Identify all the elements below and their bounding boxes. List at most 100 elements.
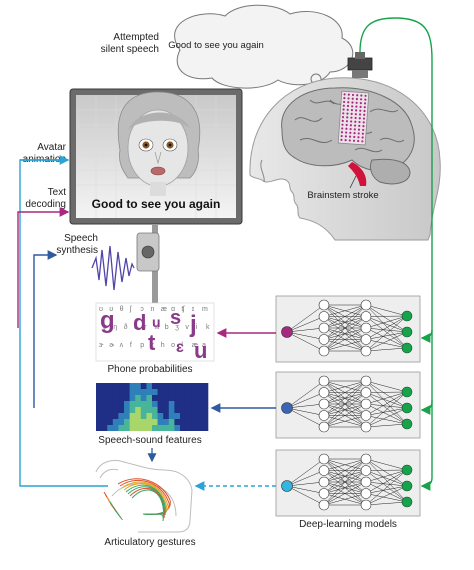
spectrogram-cell [185,407,192,413]
spectrogram-cell [196,389,203,395]
phone-s: s [170,307,181,329]
spectrogram-cell [124,407,130,413]
speaker [136,224,160,304]
spectrogram-cell [146,419,153,425]
spectrogram-cell [118,419,125,425]
electrode [345,131,348,134]
spectrogram-cell [185,389,192,395]
network-edge [323,403,367,428]
spectrogram-cell [152,389,158,395]
network-input-node [281,326,293,338]
spectrogram-cell [135,407,142,413]
electrode [362,128,365,132]
network-edge [323,380,367,416]
electrode [349,124,352,127]
network-edge [286,392,325,409]
network-edge [365,501,408,506]
electrode [355,109,358,112]
spectrogram-cell [112,389,119,395]
spectrogram-cell [135,413,142,419]
spectrogram-cell [96,383,102,389]
spectrogram-cell [107,413,114,419]
electrode [347,101,350,104]
spectrogram-cell [140,425,147,431]
network-edge [323,339,367,352]
spectrogram-cell [152,383,158,389]
network-hidden-node [360,334,372,345]
spectrogram-cell [146,401,153,407]
network-edge [323,458,367,506]
network-edge [365,380,408,393]
spectrogram-cell [202,383,209,389]
avatar-face [117,91,200,196]
electrode [353,132,356,135]
electrode [357,139,360,143]
network-hidden-node [318,299,330,311]
spectrogram-cell [112,383,119,389]
spectrogram-cell [107,407,114,413]
network-edge [365,331,408,352]
spectrogram-cell [152,395,158,401]
spectrogram-cell [191,401,198,407]
spectrogram-cell [124,425,130,431]
network-edge [323,392,367,428]
spectrogram-cell [146,395,153,401]
articulatory-gestures-label: Articulatory gestures [104,537,195,548]
network-hidden-node [318,465,330,476]
network-hidden-node [360,421,372,433]
network-hidden-node [360,398,372,410]
spectrogram-cell [129,401,136,407]
spectrogram-cell [118,413,125,419]
spectrogram-cell [157,407,164,413]
electrode [345,120,349,123]
spectrogram-cell [140,389,147,395]
electrode [355,101,358,104]
articulator-trace [114,509,123,521]
network-edge [365,392,408,425]
phone-symbol-small: m [202,306,208,313]
pedestal-connector [347,52,373,78]
spectrogram-cell [168,419,175,425]
network-edge [286,316,325,333]
network-edge [365,469,408,471]
network-hidden-node [318,421,330,433]
phone-probabilities-label: Phone probabilities [107,364,192,375]
network-hidden-node [318,322,330,334]
spectrogram-cell [107,389,114,395]
electrode [358,124,361,127]
phone-symbol-small: v [185,324,189,331]
monitor: Good to see you again [69,88,243,225]
network-edge [365,316,408,349]
spectrogram-cell [152,401,158,407]
spectrogram-cell [101,425,108,431]
network-edge [323,380,367,428]
network-output-node [401,418,413,430]
spectrogram-cell [124,383,130,389]
spectrogram-cell [191,425,198,431]
network-edge [365,380,408,409]
spectrogram-cell [140,395,147,401]
spectrogram-cell [196,413,203,419]
spectrogram-cell [112,413,119,419]
spectrogram-cell [135,383,142,389]
electrode [363,102,367,105]
spectrogram-cell [118,425,125,431]
network-edge [365,458,408,471]
network-edge [365,315,408,352]
network-edge [286,485,325,506]
spectrogram-cell [180,425,186,431]
spectrogram-cell [101,419,108,425]
network-edge [365,407,408,428]
network-hidden-node [318,398,330,410]
phone-u-small: u [152,314,161,330]
network-output-node [401,480,413,492]
network-edge [286,458,325,487]
network-edge [365,469,408,494]
network-output-node [401,326,413,338]
spectrogram-cell [202,419,209,425]
phone-symbol-small: æ [161,306,167,313]
electrode [350,120,353,123]
electrode [346,104,350,108]
